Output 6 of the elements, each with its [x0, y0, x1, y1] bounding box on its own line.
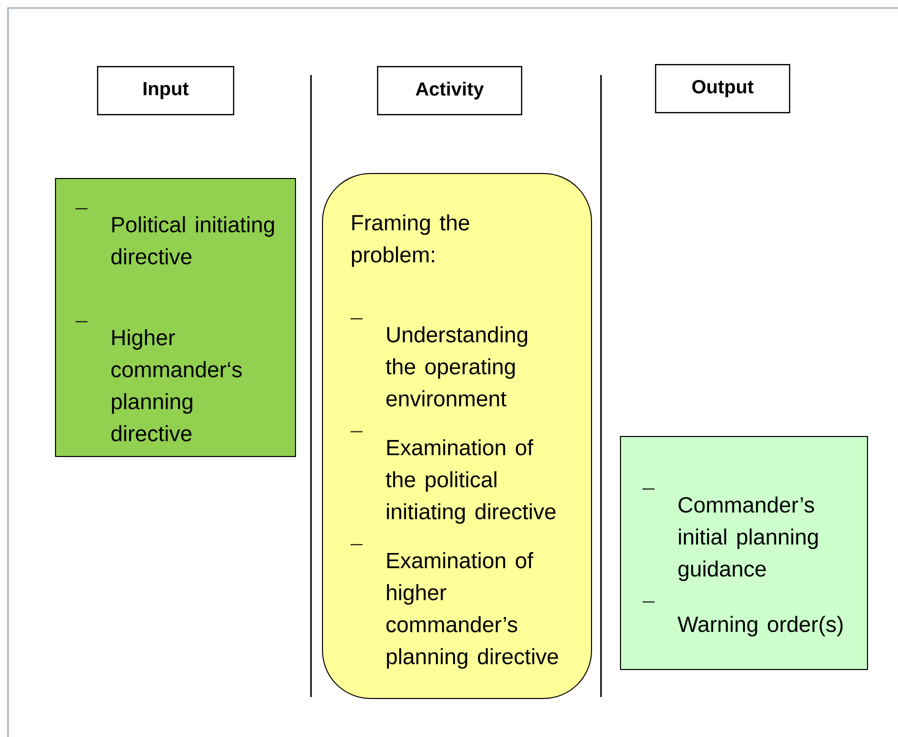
list-box: Framing the problem: Understanding the operating environment Examination of the political initiating directive Examination of higher commander’s planning directive [322, 173, 592, 699]
column-header: Activity [377, 66, 522, 116]
column-header: Input [97, 66, 234, 116]
list-box: Political initiating directive Higher commander‘s planning directive [55, 178, 296, 457]
column-header: Output [655, 64, 790, 114]
list-box: Commander’s initial planning guidance Warning order(s) [620, 436, 868, 670]
